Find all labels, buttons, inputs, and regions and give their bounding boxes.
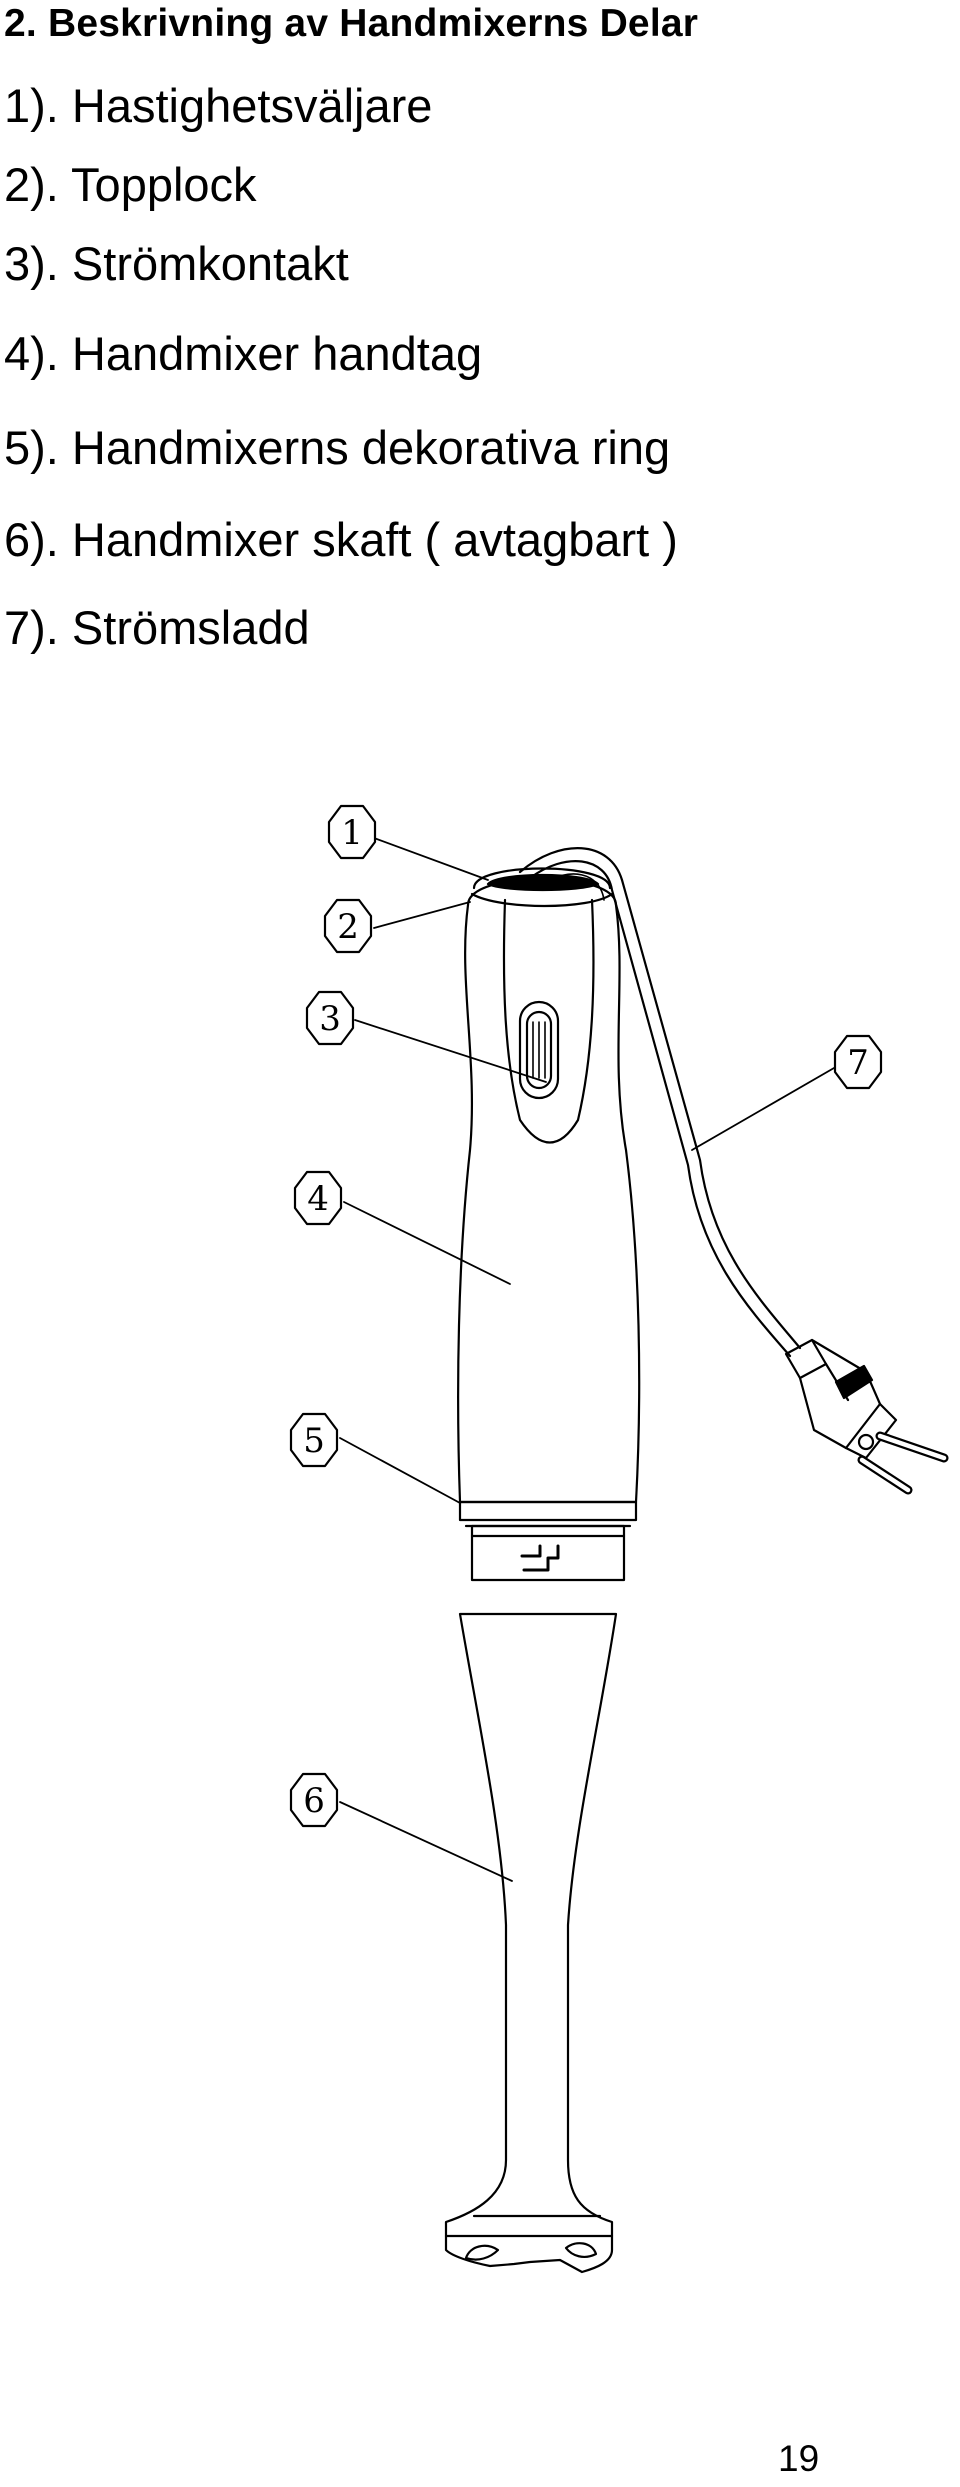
mixer-handle <box>457 867 641 1582</box>
callout-label-1: 1 <box>341 813 363 853</box>
callout-label-3: 3 <box>319 999 341 1039</box>
part-item-4: 4). Handmixer handtag <box>4 327 483 380</box>
callout-7: 7 <box>833 1034 883 1090</box>
power-cord <box>518 847 802 1358</box>
callout-label-6: 6 <box>303 1781 325 1821</box>
callout-4: 4 <box>293 1170 343 1226</box>
callout-label-5: 5 <box>303 1421 325 1461</box>
callout-label-2: 2 <box>337 907 359 947</box>
part-item-7: 7). Strömsladd <box>4 601 310 654</box>
callout-3: 3 <box>305 990 355 1046</box>
callout-label-7: 7 <box>847 1043 869 1083</box>
section-heading: 2. Beskrivning av Handmixerns Delar <box>4 2 699 45</box>
callout-2: 2 <box>323 898 373 954</box>
callout-1: 1 <box>327 804 377 860</box>
hand-mixer-diagram: 1 2 3 4 5 6 7 <box>289 804 949 2274</box>
part-item-6: 6). Handmixer skaft ( avtagbart ) <box>4 513 678 566</box>
part-item-3: 3). Strömkontakt <box>4 237 349 290</box>
callout-label-4: 4 <box>307 1179 329 1219</box>
power-plug <box>784 1338 949 1495</box>
part-item-2: 2). Topplock <box>4 158 257 211</box>
callout-6: 6 <box>289 1772 339 1828</box>
callout-leaders <box>339 837 835 1882</box>
part-item-1: 1). Hastighetsväljare <box>4 79 433 132</box>
page-number: 19 <box>778 2438 820 2479</box>
callout-5: 5 <box>289 1412 339 1468</box>
mixer-shaft <box>444 1612 618 2274</box>
part-item-5: 5). Handmixerns dekorativa ring <box>4 421 671 474</box>
